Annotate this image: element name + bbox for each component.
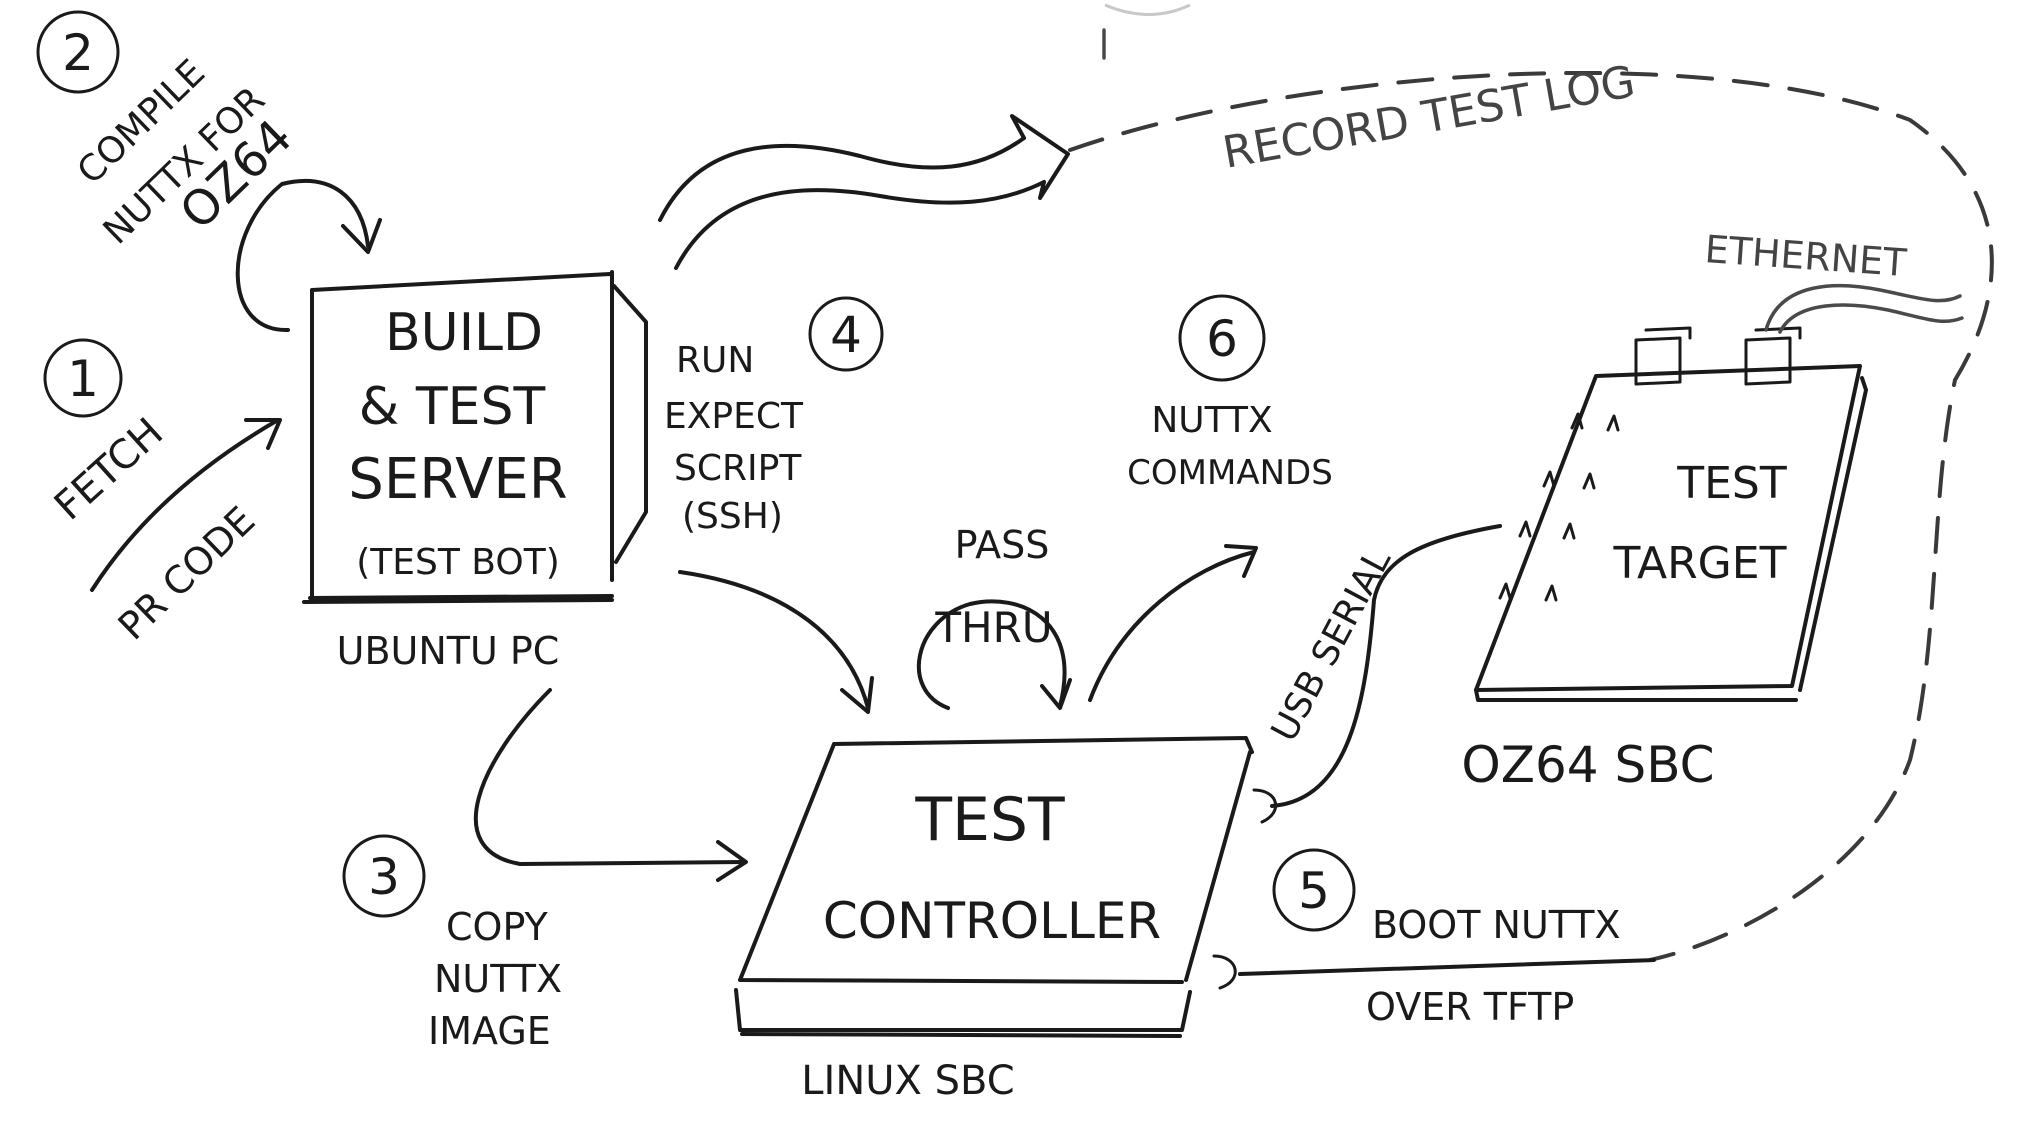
build-test-server: BUILD & TEST SERVER (TEST BOT) UBUNTU PC <box>302 270 648 673</box>
server-line1: BUILD <box>385 303 543 363</box>
step-1-circle <box>43 338 123 418</box>
pass-thru: PASS THRU <box>916 523 1072 710</box>
pass-thru-line1: PASS <box>955 523 1050 567</box>
server-line4: (TEST BOT) <box>356 542 560 583</box>
compile-loop-arrow <box>235 178 370 333</box>
record-dashed-path <box>1068 70 1994 962</box>
usb-serial-cable <box>1270 524 1502 808</box>
step-4-circle <box>808 296 884 372</box>
step-5-line1: BOOT NUTTX <box>1372 903 1621 947</box>
step-5-number: 5 <box>1298 862 1330 920</box>
fetch-arrow <box>90 418 280 592</box>
controller-base <box>734 988 1192 1038</box>
step-1-number: 1 <box>67 350 99 408</box>
step-5-circle <box>1272 848 1356 932</box>
record-test-log: RECORD TEST LOG <box>658 56 1994 962</box>
step-6-circle <box>1178 294 1266 382</box>
step-3-line3: IMAGE <box>428 1009 551 1053</box>
step-4-line3: SCRIPT <box>674 448 802 489</box>
record-arrowhead <box>1010 114 1070 200</box>
controller-caption: LINUX SBC <box>801 1058 1014 1104</box>
record-arrow-upper <box>658 136 1026 222</box>
step-1-sublabel: PR CODE <box>110 498 264 649</box>
step-4-line2: EXPECT <box>664 396 804 437</box>
step-6: 6 NUTTX COMMANDS <box>1088 294 1333 702</box>
controller-box <box>738 736 1254 984</box>
controller-line2: CONTROLLER <box>823 892 1161 950</box>
server-line2: & TEST <box>359 377 546 437</box>
step-4-line1: RUN <box>676 340 754 381</box>
target-board-edge <box>1474 376 1868 702</box>
step-5-line2: OVER TFTP <box>1366 985 1574 1029</box>
step-4: 4 RUN EXPECT SCRIPT (SSH) <box>664 296 884 714</box>
ssh-arrow <box>678 570 870 710</box>
faint-stroke <box>1104 3 1191 16</box>
step-2: 2 COMPILE NUTTX FOR OZ64 <box>36 10 382 333</box>
target-caption: OZ64 SBC <box>1461 736 1714 794</box>
step-4-line4: (SSH) <box>682 496 783 537</box>
ethernet-cable-2 <box>1778 303 1964 334</box>
server-caption: UBUNTU PC <box>337 629 560 673</box>
usb-serial-label: USB SERIAL <box>1264 542 1399 748</box>
record-arrow-lower <box>674 180 1046 270</box>
copy-arrowhead <box>716 840 748 882</box>
commands-arrowhead <box>1224 544 1258 578</box>
step-3-line1: COPY <box>446 905 549 949</box>
step-3-number: 3 <box>368 848 400 906</box>
pass-thru-arrowhead <box>1040 678 1072 710</box>
step-3: 3 COPY NUTTX IMAGE <box>342 688 748 1053</box>
target-board <box>1474 364 1862 692</box>
step-3-circle <box>342 834 426 918</box>
copy-arrow <box>473 688 746 866</box>
target-pins <box>1498 412 1620 602</box>
ethernet-cable-1 <box>1764 283 1962 332</box>
pass-thru-loop <box>916 599 1067 710</box>
step-2-number: 2 <box>62 24 94 82</box>
step-2-circle <box>36 10 120 94</box>
target-port-1 <box>1634 326 1692 386</box>
step-4-number: 4 <box>830 306 862 364</box>
target-port-2 <box>1744 326 1802 386</box>
compile-loop-arrowhead <box>341 218 382 254</box>
step-3-line2: NUTTX <box>434 957 562 1001</box>
ethernet-label: ETHERNET <box>1703 227 1908 285</box>
controller-port-eth <box>1212 954 1237 990</box>
controller-line1: TEST <box>914 785 1065 855</box>
server-box-front <box>302 270 614 604</box>
commands-arrow <box>1088 550 1256 702</box>
step-6-line1: NUTTX <box>1151 400 1272 441</box>
ethernet-link: ETHERNET <box>1703 227 1964 334</box>
step-5: 5 BOOT NUTTX OVER TFTP <box>1238 848 1656 1029</box>
tftp-line <box>1238 958 1656 976</box>
step-6-number: 6 <box>1206 310 1238 368</box>
test-target: TEST TARGET OZ64 SBC <box>1461 326 1868 794</box>
step-1: 1 FETCH PR CODE <box>43 338 282 649</box>
fetch-arrowhead <box>244 418 282 450</box>
step-6-line2: COMMANDS <box>1127 453 1333 493</box>
record-label: RECORD TEST LOG <box>1219 56 1639 179</box>
ssh-arrowhead <box>840 676 874 714</box>
test-controller: TEST CONTROLLER LINUX SBC <box>734 736 1278 1104</box>
target-line1: TEST <box>1676 458 1787 509</box>
server-box-side <box>612 284 648 564</box>
server-line3: SERVER <box>348 447 567 512</box>
controller-port-usb <box>1252 788 1278 824</box>
target-line2: TARGET <box>1613 538 1787 589</box>
